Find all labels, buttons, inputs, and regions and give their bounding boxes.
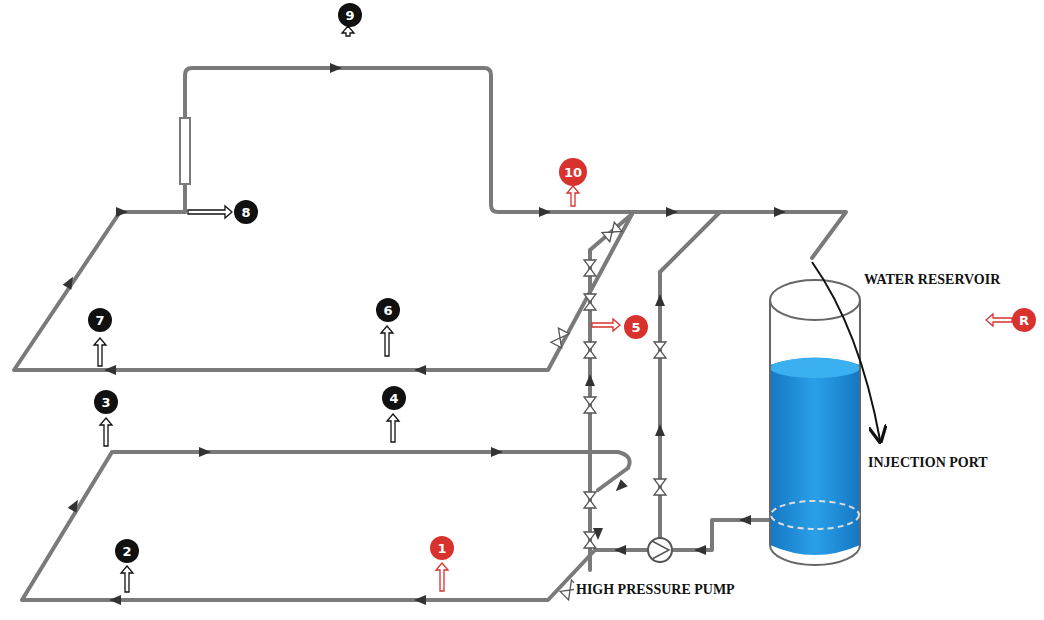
flow-arrow: [614, 545, 626, 555]
callout-circle: 7: [88, 308, 112, 332]
callout-number: 1: [437, 542, 446, 555]
callout-number: 10: [564, 166, 582, 179]
pipe: [672, 520, 772, 550]
callout-number: 3: [101, 396, 110, 409]
callout-pointer: [121, 566, 133, 592]
flow-arrow: [539, 207, 551, 217]
part-label: WATER RESERVOIR: [862, 272, 1002, 288]
callout-pointer: [436, 563, 448, 591]
valve: [584, 294, 596, 310]
high-pressure-pump: [648, 538, 672, 562]
callout-pointer: [188, 206, 232, 218]
flow-arrow: [655, 424, 665, 436]
callout-circle: 4: [382, 386, 406, 410]
valve: [584, 532, 596, 548]
callout-number: 9: [345, 9, 354, 22]
callout-circle: 1: [430, 536, 454, 560]
pipe: [185, 68, 846, 258]
flow-arrow: [68, 497, 83, 512]
valve: [584, 397, 596, 413]
pipes: [14, 68, 846, 600]
valve: [602, 222, 622, 241]
flow-arrows: [63, 63, 786, 605]
valve: [654, 342, 666, 358]
callout-pointer: [387, 414, 399, 442]
valve: [584, 492, 596, 508]
pipe: [22, 452, 630, 600]
injection-arrow: [812, 262, 880, 440]
callout-circle: 5: [624, 315, 648, 339]
part-label: INJECTION PORT: [866, 455, 990, 471]
callout-number: 5: [631, 321, 640, 334]
callout-circle: 6: [376, 298, 400, 322]
flow-arrow: [199, 447, 211, 457]
flow-arrow: [63, 274, 78, 289]
valve: [654, 479, 666, 495]
flow-arrow: [116, 207, 128, 217]
callout-circle: 10: [559, 158, 587, 186]
valve: [584, 342, 596, 358]
callout-pointer: [342, 26, 354, 36]
pipe: [14, 212, 632, 370]
callout-pointer: [592, 319, 620, 331]
flow-tube: [180, 118, 190, 184]
flow-arrow: [330, 63, 342, 73]
callout-pointer: [381, 326, 393, 356]
flow-arrow: [739, 515, 751, 525]
part-label: HIGH PRESSURE PUMP: [574, 582, 737, 598]
pipe: [660, 212, 720, 272]
flow-arrow: [666, 207, 678, 217]
callout-number: 6: [383, 304, 392, 317]
callout-circle: 8: [234, 200, 258, 224]
flow-arrow: [585, 374, 595, 386]
callout-pointer: [94, 338, 106, 366]
flow-arrow: [612, 479, 628, 495]
callout-number: 8: [241, 206, 250, 219]
flow-arrow: [491, 447, 503, 457]
flow-arrow: [414, 365, 426, 375]
callout-pointer: [100, 418, 112, 446]
flow-arrow: [655, 294, 665, 306]
pipe: [658, 272, 662, 538]
callout-number: R: [1019, 314, 1029, 327]
flow-arrow: [694, 545, 706, 555]
callout-circle: R: [1012, 308, 1036, 332]
callout-circle: 2: [115, 539, 139, 563]
flow-arrow: [593, 528, 603, 540]
callout-pointers: [94, 26, 1012, 592]
flow-arrow: [109, 595, 121, 605]
valves: [551, 222, 666, 600]
flow-arrow: [414, 595, 426, 605]
valve: [551, 328, 569, 348]
callout-number: 2: [122, 545, 131, 558]
callout-pointer: [986, 314, 1012, 326]
pipe: [590, 214, 632, 250]
callout-circle: 9: [338, 3, 362, 27]
flow-arrow: [104, 365, 116, 375]
valve: [584, 260, 596, 276]
callout-pointer: [567, 186, 579, 206]
callout-number: 7: [95, 314, 104, 327]
callout-number: 4: [389, 392, 398, 405]
flow-arrow: [774, 207, 786, 217]
callout-circle: 3: [94, 390, 118, 414]
